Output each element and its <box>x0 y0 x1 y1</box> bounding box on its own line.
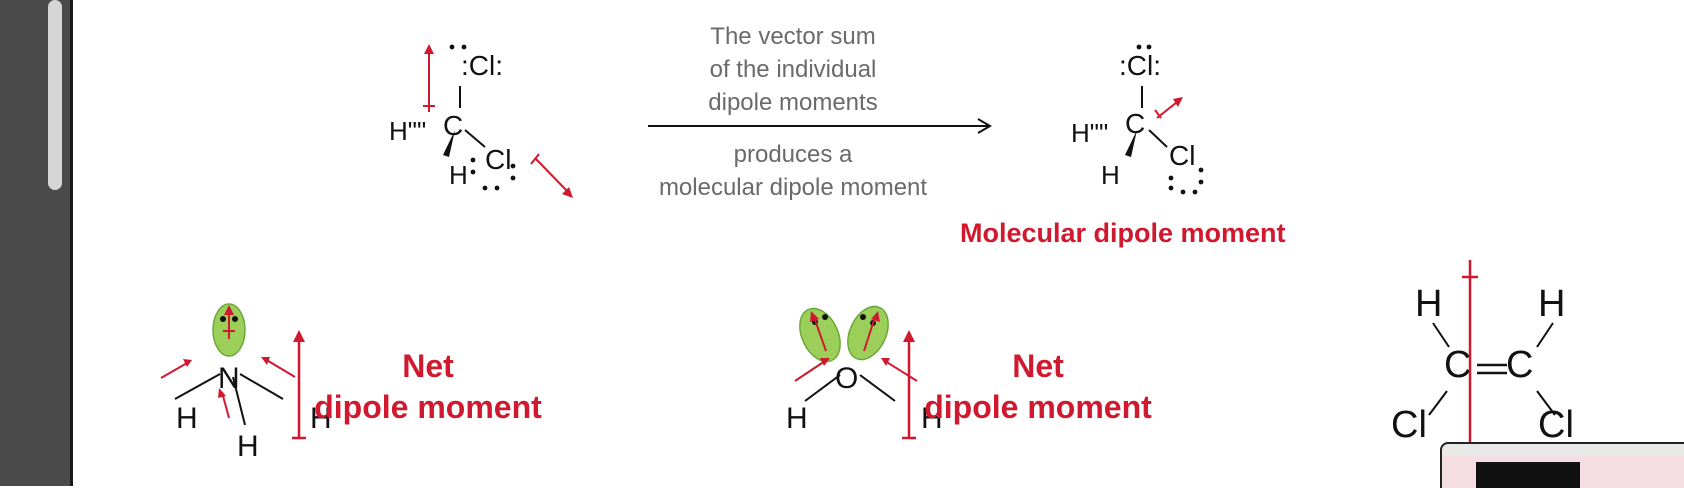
net-label-line1: Net <box>402 348 454 384</box>
bond-c-cl-right <box>464 129 486 148</box>
wedge-bond-icon-2 <box>1125 130 1137 157</box>
caption-below: produces a molecular dipole moment <box>633 138 953 204</box>
caption-line-5: molecular dipole moment <box>658 174 928 201</box>
chlorine-right-label: Cl <box>1538 404 1574 446</box>
carbon-left-label: C <box>1444 344 1472 386</box>
water-net-dipole-arrow <box>902 330 916 440</box>
carbon-right-label: C <box>1506 344 1534 386</box>
vertical-scrollbar[interactable] <box>48 0 62 190</box>
reaction-arrow <box>648 118 992 134</box>
chlorine-top-label-2: :Cl: <box>1119 50 1161 81</box>
dcm-right-bonds <box>1125 44 1204 195</box>
gutter-edge <box>70 0 73 486</box>
caption-line-4: produces a <box>733 141 853 168</box>
net-label-line2: dipole moment <box>314 389 542 425</box>
nitrogen-label: N <box>218 362 240 395</box>
caption-line-1: The vector sum <box>710 23 876 50</box>
hydrogen-right-label-2: H <box>921 402 943 435</box>
water-net-label: Net dipole moment <box>923 346 1153 428</box>
wedge-bond-icon <box>443 130 455 157</box>
hydrogen-left-label: H <box>176 402 198 435</box>
oxygen-label: O <box>835 362 859 395</box>
slide-canvas: :Cl: H"" C Cl H The vector sum of the in… <box>73 0 1684 486</box>
molecular-dipole-label: Molecular dipole moment <box>960 218 1286 248</box>
hydrogen-right-label: H <box>310 402 332 435</box>
hydrogen-left-label-3: H <box>1415 283 1443 325</box>
preview-window-titlebar <box>1442 444 1684 456</box>
lone-pair-lobe-right-icon <box>847 305 889 361</box>
hydrogen-wedge-label: H"" <box>389 116 427 146</box>
net-label-line1-2: Net <box>1012 348 1064 384</box>
caption-line-2: of the individual <box>709 56 877 83</box>
hydrogen-bottom-label: H <box>449 160 468 190</box>
chlorine-right-label: Cl <box>485 144 512 175</box>
hydrogen-right-label-3: H <box>1538 283 1566 325</box>
hydrogen-wedge-label-2: H"" <box>1071 118 1109 148</box>
net-label-line2-2: dipole moment <box>924 389 1152 425</box>
chlorine-left-label: Cl <box>1391 404 1427 446</box>
dipole-arrow-right <box>534 157 570 194</box>
ammonia-net-dipole-arrow <box>292 330 306 440</box>
hydrogen-bottom-label-2: H <box>1101 160 1120 190</box>
chlorine-right-label-2: Cl <box>1169 140 1196 171</box>
caption-above: The vector sum of the individual dipole … <box>643 20 943 119</box>
dcm-left-bonds <box>423 44 573 198</box>
chlorine-top-label: :Cl: <box>461 50 503 81</box>
molecular-dipole-arrow <box>1156 101 1178 119</box>
carbon-label: C <box>443 110 464 141</box>
ammonia-structure <box>160 303 296 426</box>
water-structure <box>794 305 918 402</box>
preview-window-thumbnail[interactable] <box>1440 442 1684 488</box>
hydrogen-left-label-2: H <box>786 402 808 435</box>
dichloroethylene-bonds <box>1428 260 1556 459</box>
hydrogen-bottom-label: H <box>237 430 259 463</box>
caption-line-3: dipole moments <box>708 89 878 116</box>
ammonia-net-label: Net dipole moment <box>313 346 543 428</box>
preview-window-content <box>1476 462 1580 488</box>
carbon-label-2: C <box>1125 108 1146 139</box>
